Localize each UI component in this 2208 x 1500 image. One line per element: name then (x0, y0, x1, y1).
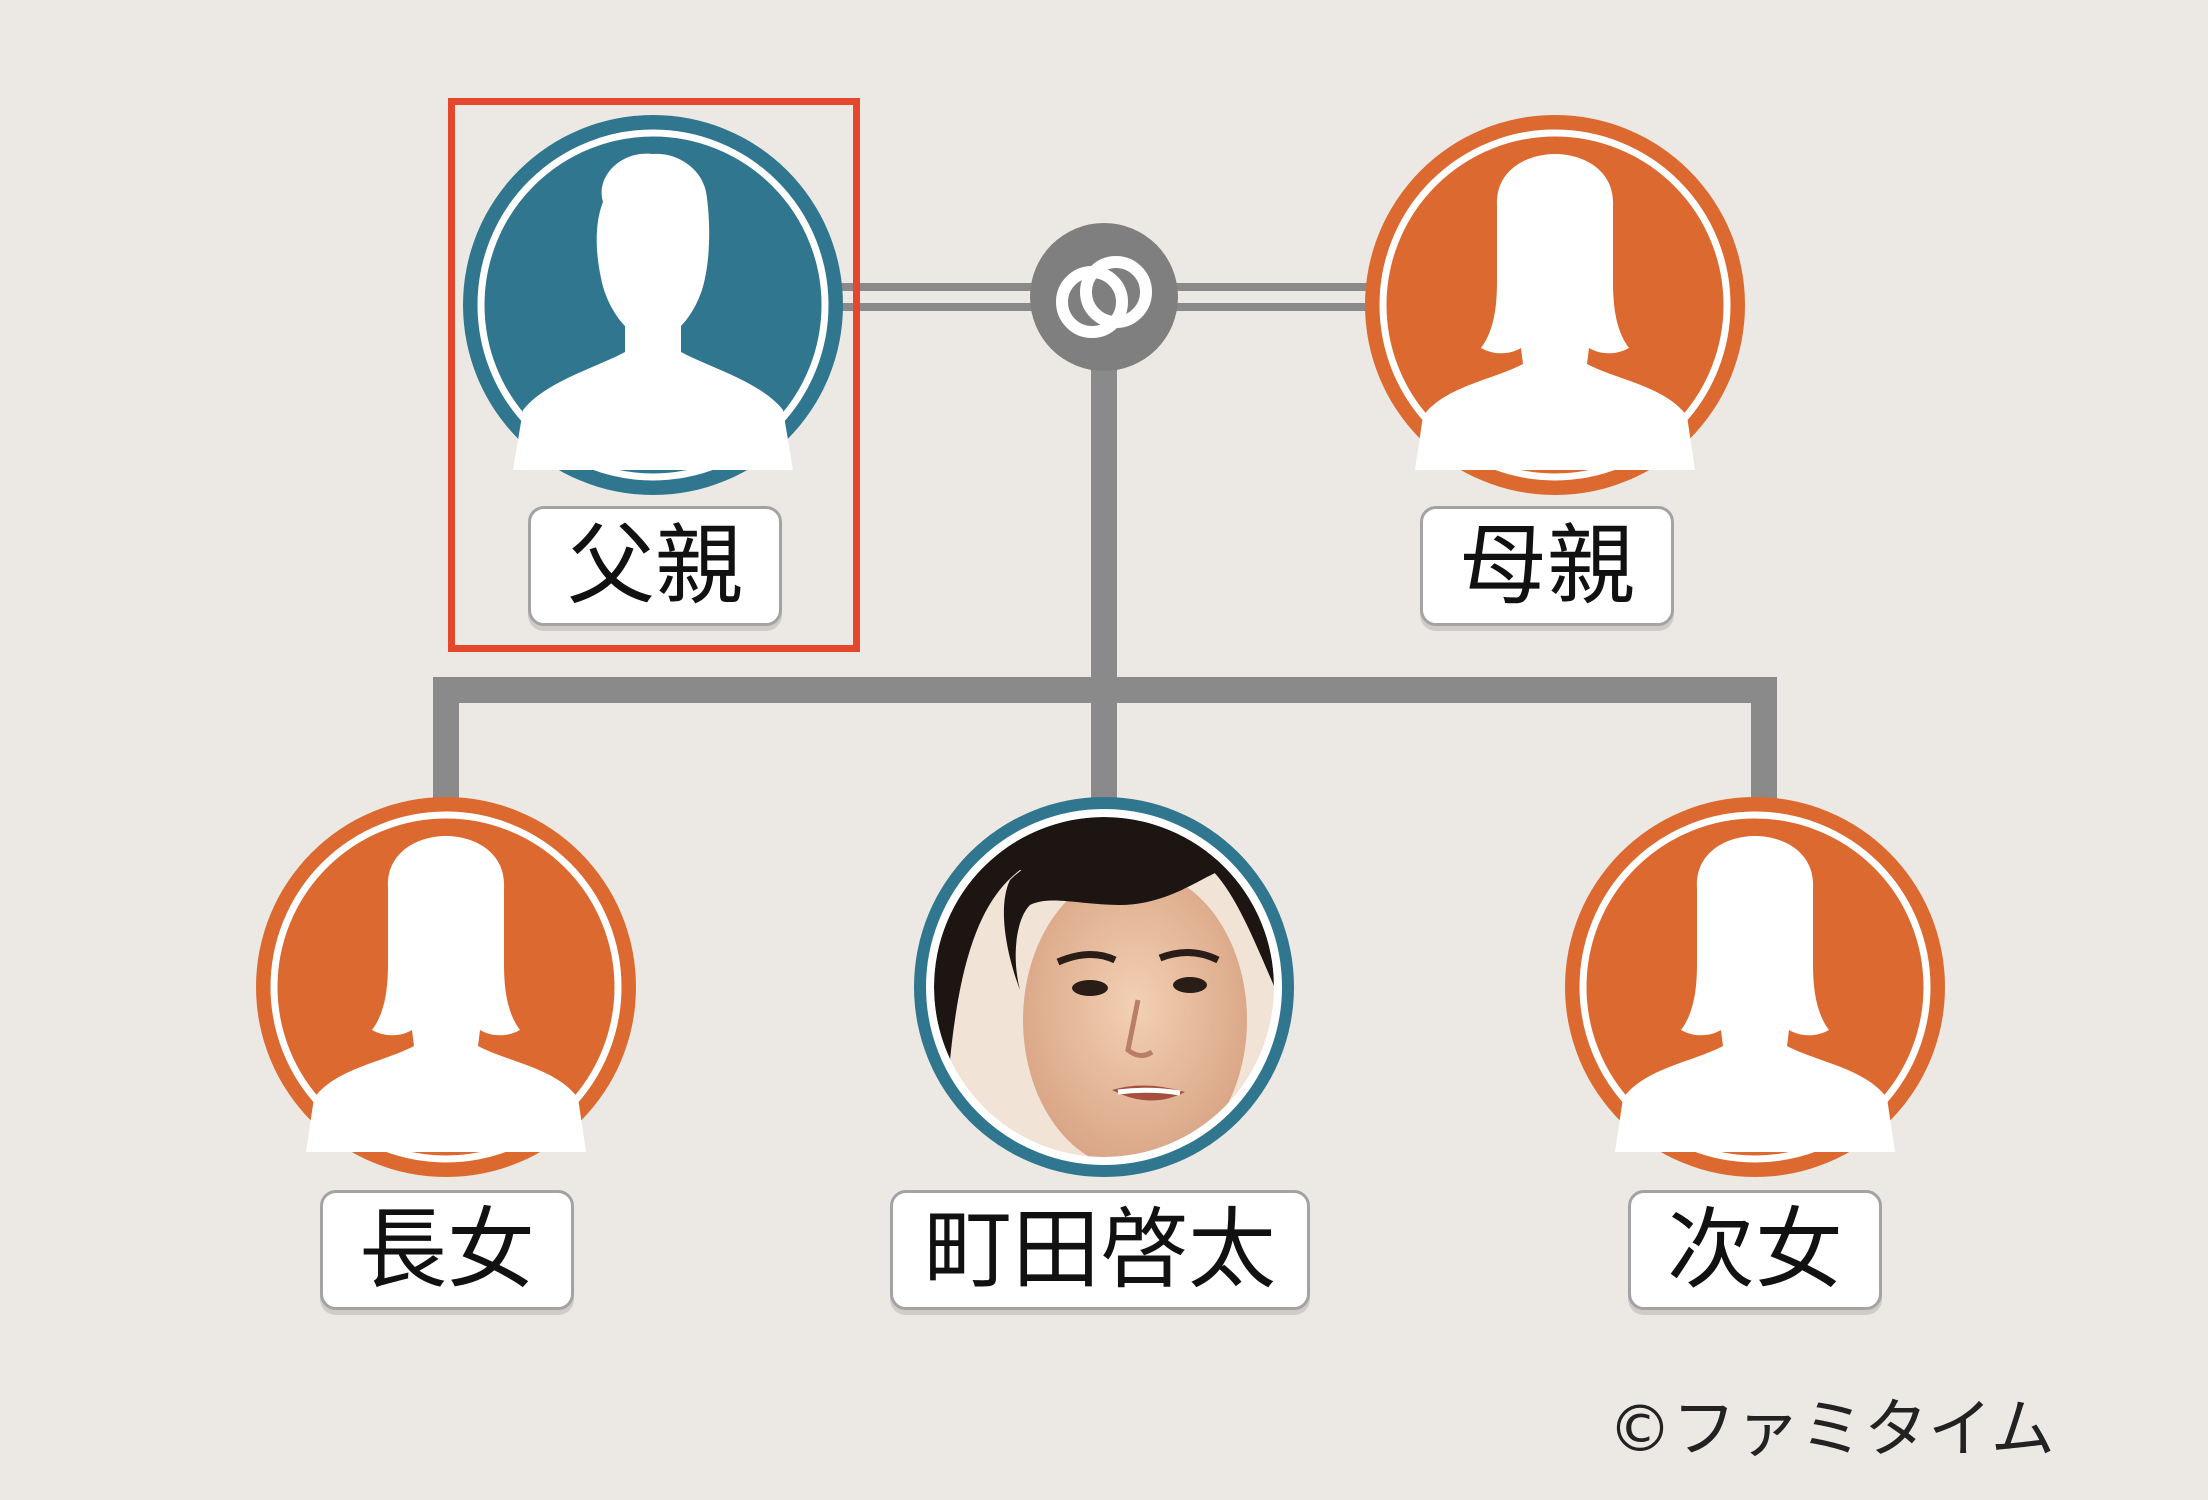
keita-label: 町田啓太 (890, 1190, 1310, 1310)
elder-daughter-label: 長女 (320, 1190, 574, 1310)
marriage-rings-icon (1030, 223, 1178, 371)
younger-daughter-avatar (1565, 797, 1945, 1177)
keita-avatar (914, 797, 1294, 1177)
elder-daughter-avatar (256, 797, 636, 1177)
copyright-notice: ©ファミタイム (1608, 1393, 2055, 1467)
children-connector (433, 297, 1777, 820)
father-label: 父親 (528, 506, 782, 626)
younger-daughter-label: 次女 (1628, 1190, 1882, 1310)
father-highlight-box (448, 98, 860, 652)
mother-avatar (1365, 115, 1745, 495)
father-avatar (463, 115, 843, 495)
mother-label: 母親 (1420, 506, 1674, 626)
